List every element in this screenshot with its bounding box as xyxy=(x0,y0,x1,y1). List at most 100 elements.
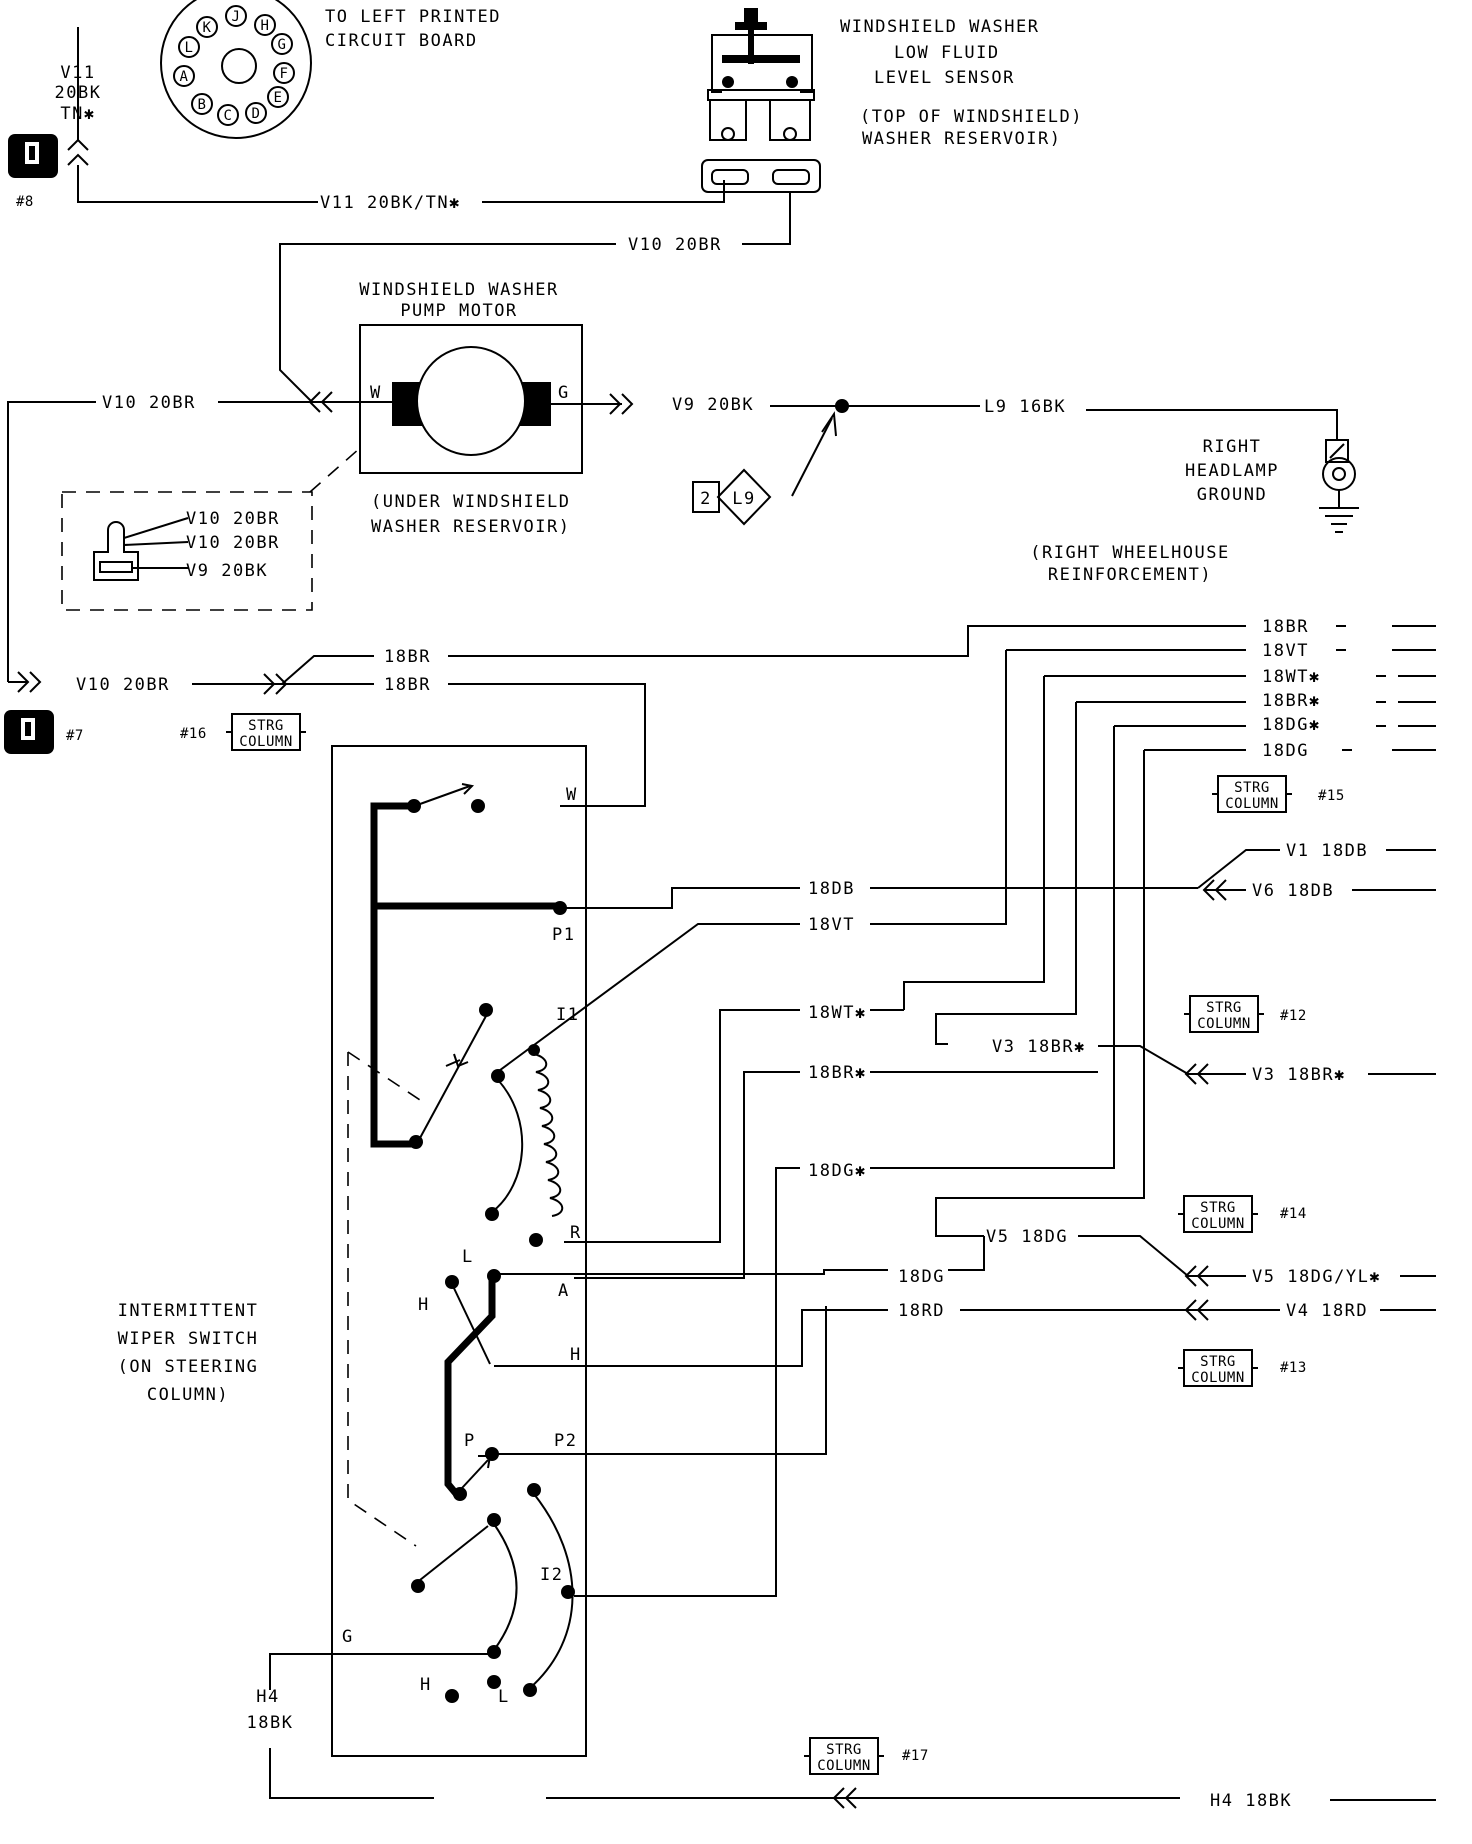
switch-terminal-r: R xyxy=(570,1223,582,1243)
splice-8-ref: #8 xyxy=(16,194,34,210)
pin-d: D xyxy=(252,106,261,122)
pump-connector-inset xyxy=(61,491,313,611)
strg-top-13: STRG xyxy=(1200,1354,1236,1370)
strg-column-connector-12: STRG COLUMN xyxy=(1184,995,1264,1033)
switch-terminal-l2: L xyxy=(498,1687,510,1707)
v6-wire-label: V6 18DB xyxy=(1252,881,1334,901)
sensor-location-line1: (TOP OF WINDSHIELD) xyxy=(860,107,1083,127)
pin-l: L xyxy=(185,40,194,56)
switch-title-line3: (ON STEERING xyxy=(118,1357,259,1377)
strg-ref-14: #14 xyxy=(1280,1206,1307,1222)
l9-wire-label: L9 16BK xyxy=(984,397,1066,417)
sensor-title-line1: WINDSHIELD WASHER xyxy=(840,17,1040,37)
bus-wire-2: 18WT✱ xyxy=(1262,667,1321,687)
mid-wire-wt: 18WT✱ xyxy=(808,1003,867,1023)
strg-column-connector-13: STRG COLUMN xyxy=(1178,1349,1258,1387)
strg-column-connector-14: STRG COLUMN xyxy=(1178,1195,1258,1233)
v10-sensor-label: V10 20BR xyxy=(628,235,722,255)
sensor-title-line2: LOW FLUID xyxy=(894,43,1000,63)
printed-circuit-board-connector: K J H L G A F B C D E xyxy=(160,0,312,139)
pin-j: J xyxy=(232,9,241,25)
v4-wire-label: V4 18RD xyxy=(1286,1301,1368,1321)
v9-wire-label: V9 20BK xyxy=(672,395,754,415)
ground-title-line1: RIGHT xyxy=(1203,437,1262,457)
pin-a: A xyxy=(180,69,189,85)
ground-icon xyxy=(1319,439,1359,533)
switch-terminal-h2: H xyxy=(570,1345,582,1365)
pump-connector-wire2: V10 20BR xyxy=(186,533,280,553)
switch-terminal-p1: P1 xyxy=(552,925,575,945)
strg-ref-16: #16 xyxy=(180,726,207,742)
mid-wire-dg: 18DG xyxy=(898,1267,945,1287)
switch-title-line4: COLUMN) xyxy=(147,1385,229,1405)
mid-wire-brs: 18BR✱ xyxy=(808,1063,867,1083)
switch-terminal-i1: I1 xyxy=(556,1005,579,1025)
strg-column-connector-17: STRG COLUMN xyxy=(804,1737,884,1775)
bus-wire-4: 18DG✱ xyxy=(1262,715,1321,735)
sensor-title-line3: LEVEL SENSOR xyxy=(874,68,1015,88)
strg-top-17: STRG xyxy=(826,1742,862,1758)
pump-connector-wire1: V10 20BR xyxy=(186,509,280,529)
switch-title-line1: INTERMITTENT xyxy=(118,1301,259,1321)
diamond-code: L9 xyxy=(732,489,755,509)
ground-title-line2: HEADLAMP xyxy=(1185,461,1279,481)
switch-terminal-p: P xyxy=(464,1431,476,1451)
v5-wire-label-a: V5 18DG xyxy=(986,1227,1068,1247)
mid-wire-vt: 18VT xyxy=(808,915,855,935)
switch-terminal-l: L xyxy=(462,1247,474,1267)
washer-pump-motor-icon xyxy=(359,324,583,474)
strg-bottom-17: COLUMN xyxy=(817,1758,871,1774)
v3-wire-label-b: V3 18BR✱ xyxy=(1252,1065,1346,1085)
bus-wire-0: 18BR xyxy=(1262,617,1309,637)
pin-f: F xyxy=(280,66,289,82)
pump-terminal-w: W xyxy=(370,383,382,403)
bus-wire-3: 18BR✱ xyxy=(1262,691,1321,711)
pump-title-line2: PUMP MOTOR xyxy=(400,301,517,321)
bus-wire-5: 18DG xyxy=(1262,741,1309,761)
pump-connector-wire3: V9 20BK xyxy=(186,561,268,581)
pin-k: K xyxy=(203,20,212,36)
pcb-title-line1: TO LEFT PRINTED xyxy=(325,7,501,27)
h4-right-label: H4 18BK xyxy=(1210,1791,1292,1811)
switch-terminal-h1: H xyxy=(418,1295,430,1315)
strg-bottom-14: COLUMN xyxy=(1191,1216,1245,1232)
diamond-reference-icon xyxy=(692,411,837,526)
strg-ref-15: #15 xyxy=(1318,788,1345,804)
pump-location-line2: WASHER RESERVOIR) xyxy=(371,517,571,537)
wiper-switch-housing xyxy=(331,745,587,1757)
strg-bottom-12: COLUMN xyxy=(1197,1016,1251,1032)
ground-location-line1: (RIGHT WHEELHOUSE xyxy=(1030,543,1230,563)
br18-wire-label-b: 18BR xyxy=(384,675,431,695)
strg-ref-17: #17 xyxy=(902,1748,929,1764)
pin-e: E xyxy=(274,90,283,106)
strg-ref-12: #12 xyxy=(1280,1008,1307,1024)
mid-wire-db: 18DB xyxy=(808,879,855,899)
mid-wire-rd: 18RD xyxy=(898,1301,945,1321)
splice-7-ref: #7 xyxy=(66,728,84,744)
v10-left-label: V10 20BR xyxy=(102,393,196,413)
switch-terminal-g: G xyxy=(342,1627,354,1647)
splice-8-icon xyxy=(8,134,58,178)
strg-bottom-15: COLUMN xyxy=(1225,796,1279,812)
br18-wire-label-a: 18BR xyxy=(384,647,431,667)
pcb-title-line2: CIRCUIT BOARD xyxy=(325,31,478,51)
switch-title-line2: WIPER SWITCH xyxy=(118,1329,259,1349)
switch-contacts xyxy=(407,783,575,1703)
pump-connector-icon xyxy=(93,517,189,581)
strg-ref-13: #13 xyxy=(1280,1360,1307,1376)
switch-terminal-i2: I2 xyxy=(540,1565,563,1585)
strg-bottom-16: COLUMN xyxy=(239,734,293,750)
bus-wire-1: 18VT xyxy=(1262,641,1309,661)
switch-terminal-a: A xyxy=(558,1281,570,1301)
h4-label-line2: 18BK xyxy=(247,1713,294,1733)
pin-g: G xyxy=(278,37,287,53)
v3-wire-label-a: V3 18BR✱ xyxy=(992,1037,1086,1057)
pump-location-line1: (UNDER WINDSHIELD xyxy=(371,492,571,512)
ground-title-line3: GROUND xyxy=(1197,485,1267,505)
mid-wire-dgs: 18DG✱ xyxy=(808,1161,867,1181)
v11-wire-label: V11 20BK/TN✱ xyxy=(320,193,461,213)
v10-bottom-label: V10 20BR xyxy=(76,675,170,695)
splice-7-icon xyxy=(4,710,54,754)
strg-bottom-13: COLUMN xyxy=(1191,1370,1245,1386)
